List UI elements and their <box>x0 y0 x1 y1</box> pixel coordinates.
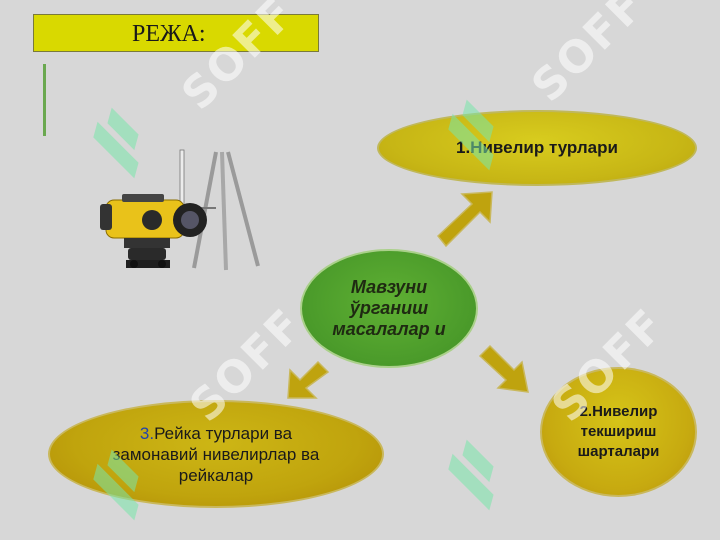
node-level-check-conditions: 2.Нивелир текшириш шарталари <box>540 367 697 497</box>
arrow-to-top <box>436 191 493 248</box>
arrow-to-left <box>287 360 330 399</box>
accent-line <box>43 64 46 136</box>
watermark-logo-icon <box>93 449 139 521</box>
arrow-to-right <box>478 344 529 393</box>
node-study-topics-label: Мавзуни ўрганиш масалалар и <box>332 277 446 339</box>
node-staff-types-number: 3. <box>139 423 155 443</box>
node-level-types-label: 1.Нивелир турлари <box>456 138 618 157</box>
node-level-types: 1.Нивелир турлари <box>377 110 697 186</box>
page-title-text: РЕЖА: <box>132 21 206 47</box>
node-study-topics: Мавзуни ўрганиш масалалар и <box>300 249 478 368</box>
node-level-check-conditions-label: 2.Нивелир текшириш шарталари <box>577 403 660 460</box>
node-staff-types-text: 3.Рейка турлари ва замонавий нивелирлар … <box>100 423 332 486</box>
watermark-logo-icon <box>93 107 139 179</box>
watermark-logo-icon <box>448 439 494 511</box>
node-staff-types-label: Рейка турлари ва замонавий нивелирлар ва… <box>112 423 320 485</box>
page-title: РЕЖА: <box>33 14 319 52</box>
watermark-text: SOFF <box>522 0 656 113</box>
watermark-logo-icon <box>448 99 494 171</box>
level-instrument-image <box>100 149 260 271</box>
